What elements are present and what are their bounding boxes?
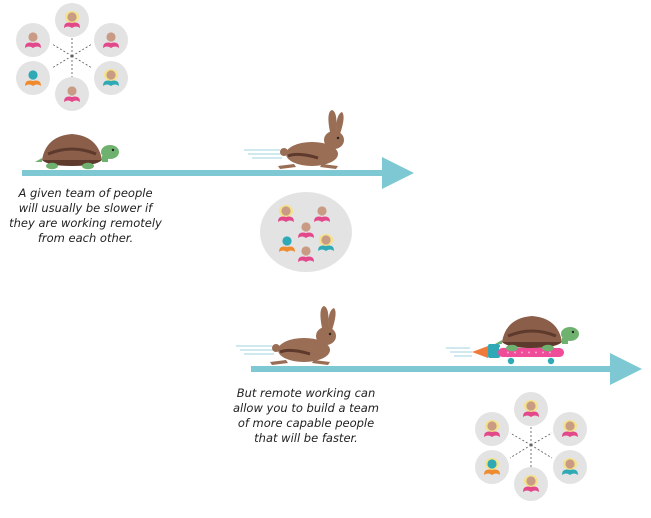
person-icon [278, 205, 294, 222]
person-icon [484, 420, 500, 437]
tortoise-icon [493, 314, 581, 353]
hare-icon [276, 108, 346, 171]
network-lines-icon [509, 424, 553, 468]
person-icon [562, 420, 578, 437]
person-icon [523, 475, 539, 492]
person-icon [484, 458, 500, 475]
speed-lines-icon [446, 347, 472, 357]
person-icon [523, 400, 539, 417]
hare-icon [268, 304, 338, 367]
skateboard-icon [498, 348, 564, 365]
person-icon [318, 234, 334, 251]
bottom-race-arrow [251, 353, 642, 385]
top-race-arrow [22, 157, 414, 189]
caption-capable-team: But remote working can allow you to buil… [233, 386, 379, 445]
tortoise-icon [33, 132, 121, 171]
person-icon [103, 69, 119, 86]
remote-team-cluster-top [16, 3, 128, 111]
colocated-team-bubble [260, 192, 352, 272]
speed-lines-icon [244, 149, 282, 159]
caption-slow-team: A given team of people will usually be s… [9, 186, 162, 245]
person-icon [562, 458, 578, 475]
network-lines-icon [51, 34, 93, 80]
remote-team-cluster-bottom [475, 392, 587, 501]
person-icon [64, 11, 80, 28]
speed-lines-icon [236, 345, 274, 355]
